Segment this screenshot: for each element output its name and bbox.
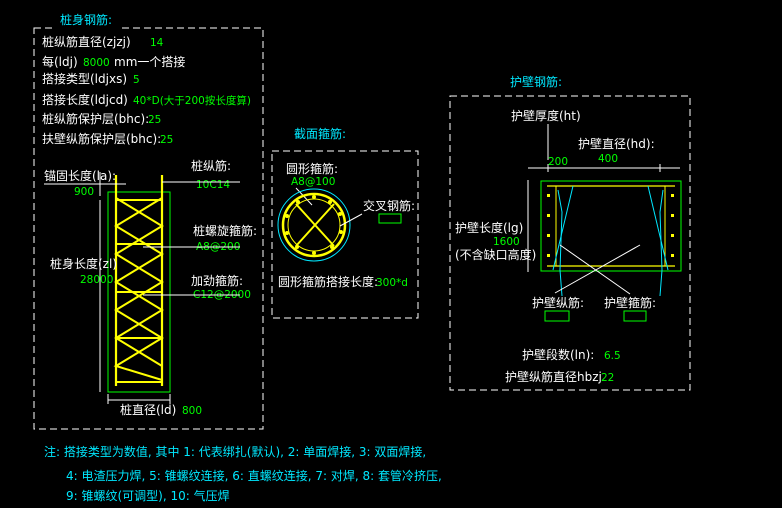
wall-section-line: [647, 185, 669, 271]
pile-body-title: 桩身钢筋:: [60, 12, 112, 27]
pile-body-panel: 桩身钢筋: 桩纵筋直径(zjzj) 14 每(ldj) 8000 mm一个搭接 …: [33, 12, 264, 430]
spiral-label: 桩螺旋箍筋:: [193, 223, 257, 238]
pile-elevation-drawing: [107, 175, 171, 393]
wall-length-note: (不含缺口高度): [455, 247, 536, 262]
stiffener-label: 加劲箍筋:: [191, 273, 243, 288]
wall-panel: 护壁钢筋: 护壁厚度(ht) 200 护壁直径(hd): 400: [449, 74, 691, 391]
wall-diameter-value[interactable]: 400: [598, 153, 618, 165]
section-title: 截面箍筋:: [294, 126, 346, 141]
wall-taper-line: [557, 189, 563, 297]
wall-hoop-leader: [559, 244, 631, 295]
cross-bar-input[interactable]: [378, 213, 402, 224]
cross-bar-label: 交叉钢筋:: [363, 198, 415, 213]
wall-segments-value[interactable]: 6.5: [604, 350, 621, 362]
pile-dia-label: 桩直径(ld): [120, 402, 176, 417]
section-panel: 截面箍筋: 圆形箍筋: A8@100 交叉钢筋: 圆形箍筋搭接长度: 300*d: [271, 126, 419, 319]
pile-long-bar-label: 桩纵筋:: [191, 158, 231, 173]
wall-bar-dia-value[interactable]: 22: [601, 372, 614, 384]
hoop-value[interactable]: A8@100: [291, 176, 335, 188]
wall-long-bar-label: 护壁纵筋:: [532, 295, 584, 310]
wall-bar-dots: [547, 194, 674, 257]
hoop-lap-label: 圆形箍筋搭接长度:: [278, 274, 378, 289]
wall-thickness-label: 护壁厚度(ht): [511, 108, 581, 123]
wall-long-bar-input[interactable]: [544, 310, 570, 322]
splice-length-value[interactable]: 40*D(大于200按长度算): [133, 94, 251, 107]
splice-every-value[interactable]: 8000: [83, 57, 110, 69]
wall-length-label: 护壁长度(lg): [455, 220, 523, 235]
splice-every-pre: 每(ldj): [42, 54, 78, 69]
wall-hoop-input[interactable]: [623, 310, 647, 322]
splice-every-post: mm一个搭接: [114, 54, 185, 69]
note-line: 4: 电渣压力焊, 5: 锥螺纹连接, 6: 直螺纹连接, 7: 对焊, 8: …: [66, 468, 442, 483]
wall-frame: [449, 95, 691, 391]
anchor-value[interactable]: 900: [74, 186, 94, 198]
wall-bar-dia-label: 护壁纵筋直径hbzj: [505, 369, 602, 384]
pile-length-label: 桩身长度(zl): [50, 256, 117, 271]
wall-left-bar: [548, 185, 557, 267]
pile-outline: [107, 191, 171, 393]
title-mask: [56, 20, 118, 36]
note-line: 9: 锥螺纹(可调型), 10: 气压焊: [66, 488, 230, 503]
wall-length-value[interactable]: 1600: [493, 236, 520, 248]
wall-outline: [540, 180, 682, 272]
pile-spiral-b: [114, 197, 164, 367]
cross-bar-leader: [339, 213, 363, 227]
section-concrete-outline: [277, 188, 351, 262]
wall-title: 护壁钢筋:: [510, 74, 562, 89]
hoop-lap-value[interactable]: 300*d: [376, 277, 408, 289]
cross-bar: [295, 203, 335, 247]
section-drawing: [277, 188, 351, 262]
wall-hoop-label: 护壁箍筋:: [604, 295, 656, 310]
wall-thickness-value[interactable]: 200: [548, 156, 568, 168]
notes-block: 注: 搭接类型为数值, 其中 1: 代表绑扎(默认), 2: 单面焊接, 3: …: [44, 444, 442, 503]
pile-dia-value[interactable]: 800: [182, 405, 202, 417]
cover-value[interactable]: 25: [148, 114, 161, 126]
wall-segments-label: 护壁段数(ln):: [522, 347, 594, 362]
pile-body-frame: [33, 27, 264, 430]
splice-length-label: 搭接长度(ldjcd): [42, 92, 128, 107]
cover-label: 桩纵筋保护层(bhc):: [42, 111, 149, 126]
pile-length-value[interactable]: 28000: [80, 274, 113, 286]
wall-long-bar-leader: [554, 244, 641, 294]
wall-section-line: [552, 185, 574, 271]
wall-drawing: [527, 180, 682, 297]
pile-diameter-label: 桩纵筋直径(zjzj): [42, 34, 131, 49]
pile-diameter-value[interactable]: 14: [150, 37, 164, 49]
section-bar-dots: [285, 195, 343, 255]
wall-right-bar: [664, 185, 673, 267]
section-frame: [271, 150, 419, 319]
splice-type-label: 搭接类型(ldjxs): [42, 71, 127, 86]
pile-long-bar-value[interactable]: 10C14: [196, 179, 230, 191]
splice-type-value[interactable]: 5: [133, 74, 140, 86]
hoop-label: 圆形箍筋:: [286, 161, 338, 176]
anchor-label: 锚固长度(la):: [44, 168, 116, 183]
wall-cover-label: 扶壁纵筋保护层(bhc):: [42, 131, 161, 146]
note-line: 注: 搭接类型为数值, 其中 1: 代表绑扎(默认), 2: 单面焊接, 3: …: [44, 444, 426, 459]
section-hoop: [281, 192, 347, 258]
wall-cover-value[interactable]: 25: [160, 134, 173, 146]
wall-diameter-label: 护壁直径(hd):: [578, 136, 655, 151]
